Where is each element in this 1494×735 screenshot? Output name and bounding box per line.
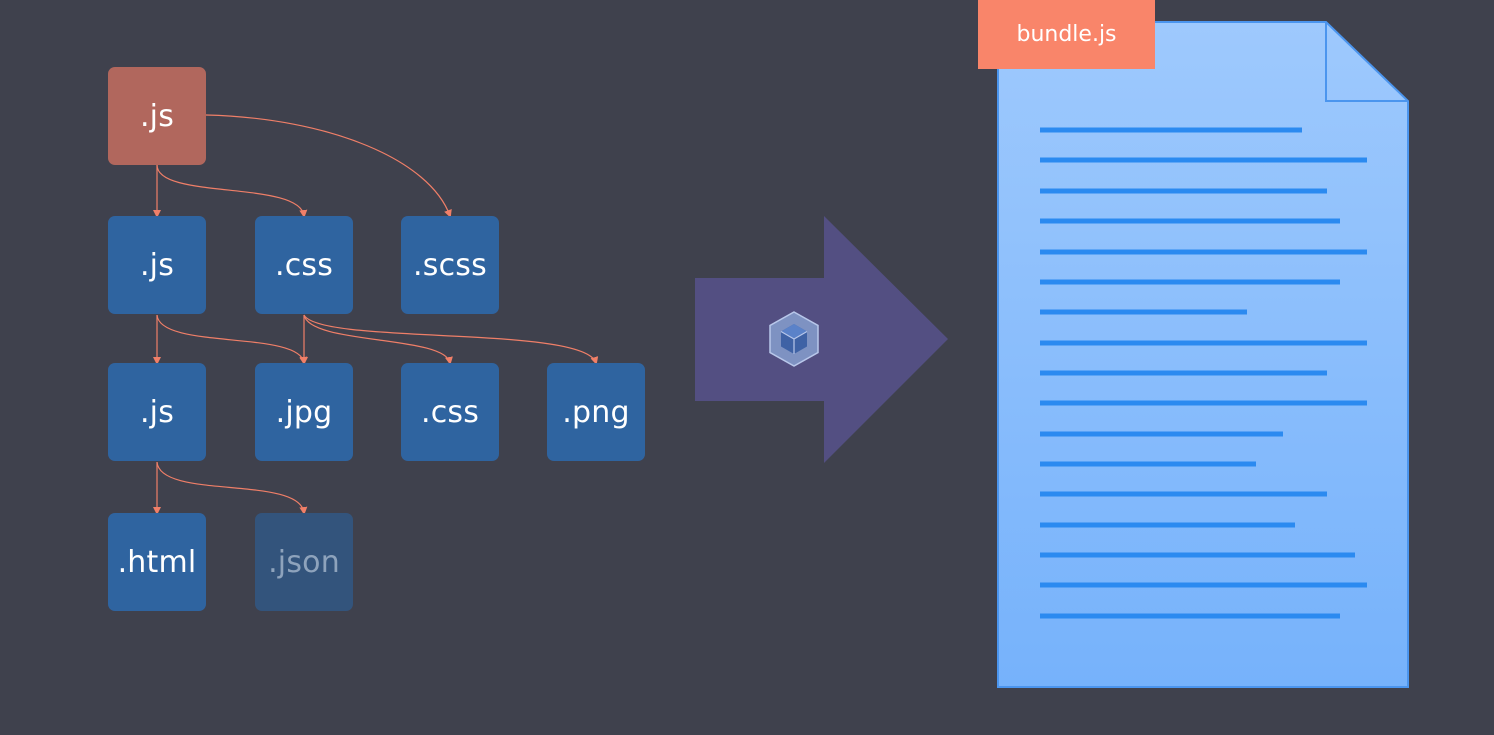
- module-scss: .scss: [401, 216, 499, 314]
- bundle-file-label: bundle.js: [978, 0, 1155, 69]
- webpack-cube-icon: [769, 311, 819, 367]
- module-jpg: .jpg: [255, 363, 353, 461]
- module-css: .css: [255, 216, 353, 314]
- edge-js-root-to-scss: [205, 114, 452, 218]
- module-css: .css: [401, 363, 499, 461]
- module-html: .html: [108, 513, 206, 611]
- edge-css-a-to-png: [303, 314, 599, 365]
- edge-js-root-to-css-a: [156, 164, 308, 218]
- document-fold: [1325, 22, 1408, 102]
- module-json: .json: [255, 513, 353, 611]
- module-png: .png: [547, 363, 645, 461]
- arrow-shape: [695, 216, 948, 463]
- edge-js-a-to-jpg: [156, 314, 308, 365]
- module-js: .js: [108, 216, 206, 314]
- module-js-entry: .js: [108, 67, 206, 165]
- document-text-lines: [1040, 127, 1367, 619]
- module-js: .js: [108, 363, 206, 461]
- document-page: [997, 21, 1409, 688]
- edge-js-b-to-json: [156, 461, 308, 515]
- edge-css-a-to-css-b: [303, 314, 453, 365]
